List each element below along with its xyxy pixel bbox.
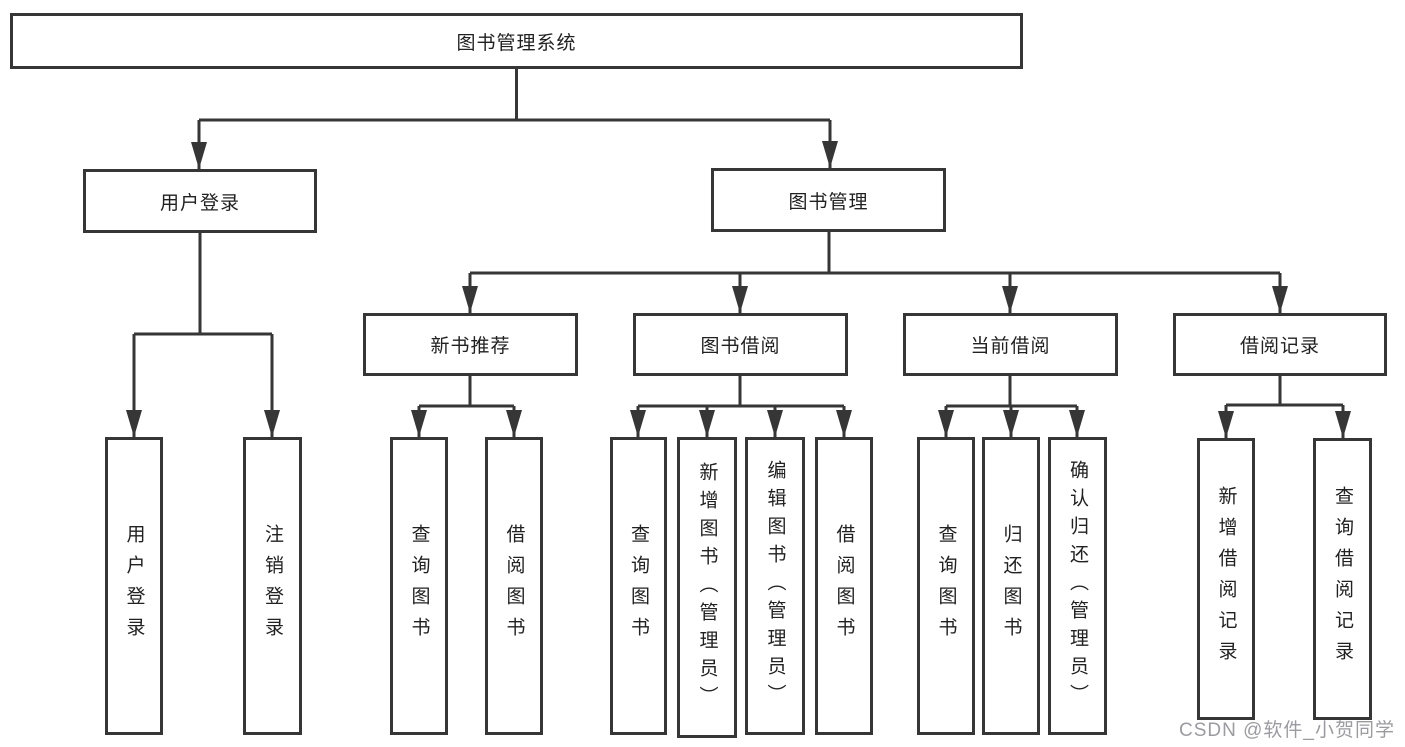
node-label: 查询图书 bbox=[935, 524, 957, 648]
node-label: 查询图书 bbox=[628, 524, 649, 648]
arrowhead bbox=[836, 410, 852, 437]
node-label: 确认归还（管理员） bbox=[1067, 460, 1088, 712]
node-label: 查询图书 bbox=[408, 524, 430, 648]
connector-book-borrowing bbox=[636, 376, 846, 437]
node-label: 图书管理 bbox=[788, 191, 869, 213]
arrowhead bbox=[822, 141, 838, 168]
arrowhead bbox=[411, 410, 427, 437]
node-label: 注销登录 bbox=[262, 524, 283, 648]
connector-root bbox=[197, 69, 832, 169]
arrowhead bbox=[1335, 411, 1351, 438]
arrowheads bbox=[126, 141, 1351, 438]
leaf-confirm-return-admin: 确认归还（管理员） bbox=[1048, 437, 1107, 735]
arrowhead bbox=[1002, 286, 1018, 313]
leaf-add-borrow-record: 新增借阅记录 bbox=[1197, 438, 1255, 720]
node-book-management: 图书管理 bbox=[711, 168, 946, 232]
arrowhead bbox=[1218, 411, 1234, 438]
arrowhead bbox=[699, 410, 715, 437]
leaf-query-books-1: 查询图书 bbox=[390, 437, 448, 735]
arrowhead bbox=[938, 410, 954, 437]
node-book-borrowing: 图书借阅 bbox=[633, 313, 848, 376]
leaf-borrow-books-1: 借阅图书 bbox=[485, 437, 543, 735]
node-label: 借阅图书 bbox=[503, 524, 525, 648]
arrowhead bbox=[506, 410, 522, 437]
connector-user-login bbox=[132, 233, 274, 437]
node-label: 新增借阅记录 bbox=[1215, 486, 1237, 672]
arrowhead bbox=[1069, 410, 1085, 437]
arrowhead bbox=[1003, 410, 1019, 437]
connector-book-management bbox=[468, 232, 1282, 313]
leaf-user-login: 用户登录 bbox=[105, 437, 163, 735]
leaf-edit-books-admin: 编辑图书（管理员） bbox=[745, 437, 805, 735]
csdn-watermark: CSDN @软件_小贺同学 bbox=[1179, 720, 1395, 741]
leaf-query-borrow-record: 查询借阅记录 bbox=[1313, 438, 1372, 720]
node-label: 当前借阅 bbox=[970, 336, 1051, 357]
arrowhead bbox=[767, 410, 783, 437]
leaf-logout: 注销登录 bbox=[243, 437, 302, 735]
arrowhead bbox=[630, 410, 646, 437]
node-label: 借阅记录 bbox=[1239, 336, 1320, 357]
node-label: 编辑图书（管理员） bbox=[764, 460, 786, 712]
leaf-return-books: 归还图书 bbox=[982, 437, 1040, 735]
leaf-borrow-books-2: 借阅图书 bbox=[815, 437, 873, 735]
node-library-management-system: 图书管理系统 bbox=[10, 13, 1023, 69]
node-label: 用户登录 bbox=[123, 524, 145, 648]
leaf-query-books-2: 查询图书 bbox=[610, 437, 667, 735]
arrowhead bbox=[264, 410, 280, 437]
arrowhead bbox=[126, 410, 142, 437]
node-label: 用户登录 bbox=[159, 192, 240, 214]
node-user-login: 用户登录 bbox=[83, 169, 317, 233]
arrowhead bbox=[462, 286, 478, 313]
arrowhead bbox=[1272, 286, 1288, 313]
node-label: 新增图书（管理员） bbox=[696, 461, 718, 714]
connector-borrowing-records bbox=[1224, 376, 1345, 438]
arrowhead bbox=[191, 142, 207, 169]
node-label: 新书推荐 bbox=[430, 336, 511, 357]
node-label: 查询借阅记录 bbox=[1332, 486, 1353, 672]
leaf-add-books-admin: 新增图书（管理员） bbox=[677, 437, 737, 738]
arrowhead bbox=[732, 286, 748, 313]
node-label: 图书借阅 bbox=[700, 336, 781, 357]
node-new-book-recommend: 新书推荐 bbox=[363, 313, 578, 376]
node-label: 图书管理系统 bbox=[456, 32, 577, 54]
node-label: 借阅图书 bbox=[833, 524, 855, 648]
node-borrowing-records: 借阅记录 bbox=[1173, 313, 1387, 376]
connector-new-book-recommend bbox=[417, 376, 516, 437]
node-label: 归还图书 bbox=[1000, 524, 1022, 648]
node-current-borrowing: 当前借阅 bbox=[903, 313, 1118, 376]
leaf-query-books-3: 查询图书 bbox=[917, 437, 975, 735]
